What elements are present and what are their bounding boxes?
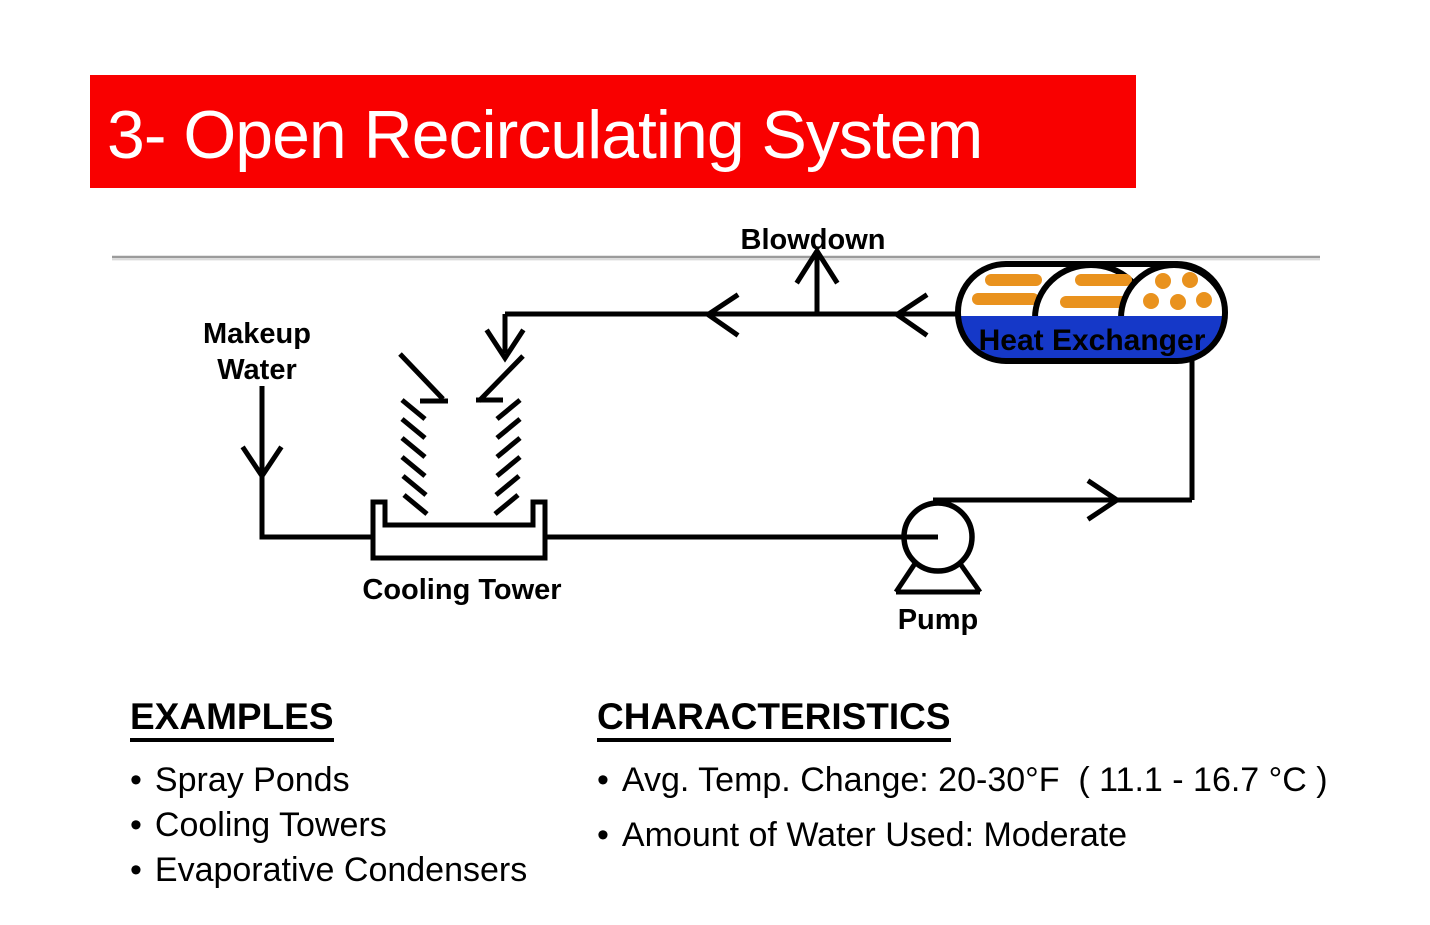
tube-end-icon	[1143, 293, 1159, 309]
bullet-icon: •	[130, 760, 142, 799]
arrow-left-icon	[703, 292, 740, 338]
arrow-down-icon	[240, 445, 284, 481]
bullet-icon: •	[130, 850, 142, 889]
examples-heading: EXAMPLES	[130, 697, 334, 742]
tube-icon	[1060, 296, 1132, 308]
separator-line	[112, 255, 1320, 261]
arrow-left-icon	[892, 292, 929, 338]
characteristics-heading: CHARACTERISTICS	[597, 697, 951, 742]
arrow-up-icon	[794, 246, 840, 285]
return-pipe	[484, 292, 958, 363]
tower-fill-hatching-right	[493, 398, 522, 516]
process-flow-diagram: Blowdown Makeup Water	[112, 224, 1320, 636]
tube-icon	[1075, 274, 1132, 286]
bullet-icon: •	[597, 760, 609, 799]
list-item: • Avg. Temp. Change: 20-30°F ( 11.1 - 16…	[597, 758, 1328, 803]
example-item-text: Spray Ponds	[154, 760, 350, 799]
exchanger-water-band	[958, 316, 1225, 361]
cooling-tower: Cooling Tower	[362, 352, 562, 606]
makeup-water-label-line1: Makeup	[203, 318, 311, 350]
pump: Pump	[545, 500, 983, 636]
arrow-down-icon	[484, 328, 526, 363]
pump-label: Pump	[898, 604, 979, 636]
makeup-water-feed: Makeup Water	[203, 318, 375, 540]
list-item: • Cooling Towers	[130, 803, 527, 848]
tube-end-icon	[1155, 273, 1171, 289]
tube-end-icon	[1170, 294, 1186, 310]
cooling-tower-label: Cooling Tower	[362, 574, 561, 606]
list-item: • Amount of Water Used: Moderate	[597, 813, 1328, 858]
tube-end-icon	[1182, 272, 1198, 288]
heat-exchanger-label: Heat Exchanger	[979, 324, 1206, 357]
list-item: • Spray Ponds	[130, 758, 527, 803]
heat-exchanger: Heat Exchanger	[955, 261, 1228, 364]
characteristic-item-text: Amount of Water Used: Moderate	[621, 815, 1128, 854]
blowdown-label: Blowdown	[741, 224, 886, 256]
tube-end-icon	[1196, 292, 1212, 308]
example-item-text: Cooling Towers	[154, 805, 387, 844]
pump-body	[901, 500, 975, 574]
characteristics-section: CHARACTERISTICS • Avg. Temp. Change: 20-…	[597, 697, 1328, 868]
cooling-tower-basin	[370, 499, 548, 561]
list-item: • Evaporative Condensers	[130, 848, 527, 893]
pump-base	[893, 560, 983, 595]
examples-list: • Spray Ponds • Cooling Towers • Evapora…	[130, 758, 527, 893]
bullet-icon: •	[597, 815, 609, 854]
characteristic-item-text: Avg. Temp. Change: 20-30°F ( 11.1 - 16.7…	[621, 760, 1328, 799]
tube-icon	[972, 293, 1039, 305]
makeup-water-label-line2: Water	[217, 354, 297, 386]
spray-nozzle-icon	[398, 352, 525, 404]
title-banner: 3- Open Recirculating System	[90, 75, 1136, 188]
example-item-text: Evaporative Condensers	[154, 850, 528, 889]
examples-section: EXAMPLES • Spray Ponds • Cooling Towers …	[130, 697, 527, 893]
tube-icon	[985, 274, 1042, 286]
arrow-right-icon	[1086, 478, 1122, 522]
blowdown-branch: Blowdown	[741, 224, 886, 314]
characteristics-list: • Avg. Temp. Change: 20-30°F ( 11.1 - 16…	[597, 758, 1328, 858]
bullet-icon: •	[130, 805, 142, 844]
discharge-pipe	[933, 357, 1195, 522]
tower-fill-hatching-left	[400, 398, 429, 516]
page-title: 3- Open Recirculating System	[107, 96, 983, 173]
